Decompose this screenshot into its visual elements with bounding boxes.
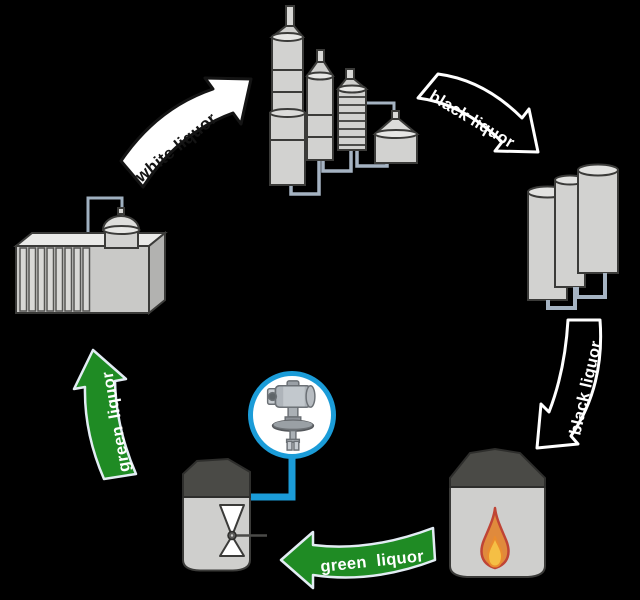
digester-vessel-4 bbox=[372, 110, 420, 164]
tank-cap bbox=[182, 457, 251, 498]
level-sensor-icon bbox=[266, 380, 316, 451]
building-ribs bbox=[19, 247, 91, 312]
recovery-boiler bbox=[449, 447, 546, 578]
causticizing-building bbox=[13, 196, 168, 316]
digester-column-3 bbox=[335, 68, 369, 151]
evaporator-plant bbox=[527, 163, 619, 310]
black-liquor-arrow-top: black liquor bbox=[416, 72, 540, 154]
boiler-cap bbox=[449, 447, 546, 488]
flame-icon bbox=[480, 506, 510, 570]
evaporator-pipes bbox=[546, 273, 607, 310]
digester-column-1 bbox=[269, 5, 306, 186]
black-liquor-arrow-right: black liquor bbox=[535, 318, 606, 450]
dissolving-tank bbox=[182, 457, 267, 572]
green-liquor-arrow-left: green liquor bbox=[72, 348, 138, 481]
dome-vessel bbox=[101, 207, 141, 249]
white-liquor-arrow: white liquor bbox=[119, 76, 253, 189]
digester-plant bbox=[269, 5, 420, 196]
instrument-highlight-circle bbox=[248, 371, 336, 459]
green-liquor-arrow-bottom: green liquor bbox=[279, 526, 437, 590]
digester-column-2 bbox=[305, 49, 335, 161]
instrument-pipe bbox=[246, 452, 296, 501]
digester-pipes bbox=[289, 101, 396, 196]
mixer-icon bbox=[219, 504, 267, 557]
